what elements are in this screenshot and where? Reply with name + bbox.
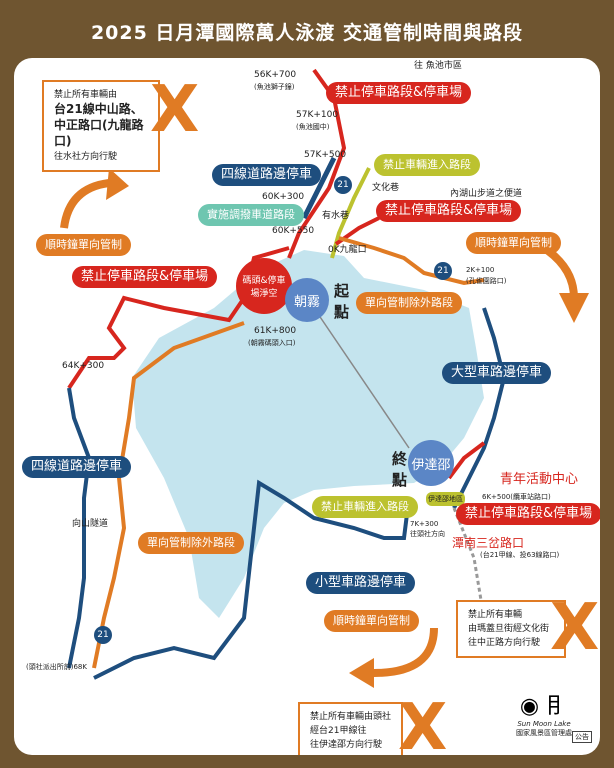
pill-four-lane-north: 四線道路邊停車 <box>212 164 322 186</box>
x-mark: X <box>550 591 600 665</box>
label-youth-center: 青年活動中心 <box>500 472 579 487</box>
pill-clockwise-south: 順時鐘單向管制 <box>324 610 419 632</box>
notice-box-east: 禁止所有車輛 由瑪蓋旦街經文化街 往中正路方向行駛 <box>456 600 566 658</box>
km-61k800: 61K+800 <box>254 326 297 336</box>
sun-moon-lake-logo: ◉ ⺝ Sun Moon Lake 國家風景區管理處 <box>504 688 584 738</box>
road-blue-south <box>93 479 411 680</box>
km-2k100-sub: (孔雀園路口) <box>466 277 507 285</box>
label-tannan: 潭南三岔路口 <box>452 536 525 550</box>
km-57k500: 57K+500 <box>304 150 347 160</box>
km-2k100: 2K+100 <box>466 266 495 274</box>
notice-tag: 公告 <box>572 731 592 743</box>
map-panel: 禁止所有車輛由 台21線中山路、 中正路口(九龍路口) 往水社方向行駛 X 往 … <box>14 58 600 755</box>
notice-box-south: 禁止所有車輛由頭社 經台21甲線往 往伊達邵方向行駛 <box>298 702 403 755</box>
route-21-icon: 21 <box>94 626 112 644</box>
arrow-clockwise-s <box>373 627 438 677</box>
logo-en: Sun Moon Lake <box>517 720 571 728</box>
notice-line: 由瑪蓋旦街經文化街 <box>468 624 550 634</box>
road-red-ita <box>447 441 486 480</box>
km-64k300: 64K+300 <box>62 361 105 371</box>
pill-reversible: 實施調撥車道路段 <box>198 204 304 226</box>
label-yuchi: 往 魚池市區 <box>414 61 462 71</box>
pill-no-entry-ita: 禁止車輛進入路段 <box>312 496 418 518</box>
arrow-clockwise-ne <box>541 244 578 299</box>
notice-line: 往中正路方向行駛 <box>468 638 541 648</box>
lake <box>132 250 484 618</box>
arrow-head-s <box>349 658 374 688</box>
arrow-clockwise-nw <box>60 179 110 229</box>
arrow-head-ne <box>559 293 589 323</box>
label-youshui: 有水巷 <box>322 211 350 221</box>
x-mark: X <box>398 691 448 755</box>
km-68k: (頭社派出所前)68K <box>26 663 87 671</box>
pill-four-lane-west: 四線道路邊停車 <box>22 456 132 478</box>
km-61k800-sub: (朝霧碼頭入口) <box>248 339 296 347</box>
pill-no-parking-west: 禁止停車路段&停車場 <box>72 266 218 288</box>
road-olive <box>330 167 371 259</box>
pill-large-vehicle: 大型車路邊停車 <box>442 362 552 384</box>
logo-org: 國家風景區管理處 <box>516 729 572 737</box>
road-south-grey <box>452 507 486 619</box>
label-tannan-sub: (台21甲線、投63線路口) <box>480 551 560 559</box>
km-56k700: 56K+700 <box>254 70 297 80</box>
road-orange-west <box>92 321 245 669</box>
route-21a-icon: 21 <box>434 262 452 280</box>
label-neihu: 內湖山步道之便道 <box>450 189 523 199</box>
label-ita-area: 伊達邵地區 <box>426 492 465 506</box>
km-57k100: 57K+100 <box>296 110 339 120</box>
notice-line: 往水社方向行駛 <box>54 152 118 162</box>
km-60k300: 60K+300 <box>262 192 305 202</box>
notice-line: 往伊達邵方向行駛 <box>310 740 383 750</box>
arrow-head-nw <box>106 168 129 200</box>
km-60k550: 60K+550 <box>272 226 315 236</box>
road-blue-east <box>452 307 507 509</box>
label-end: 終點 <box>392 450 408 489</box>
notice-line: 台21線中山路、 <box>54 102 143 116</box>
road-blue-west <box>67 387 92 669</box>
notice-line: 禁止所有車輛由 <box>54 90 118 100</box>
label-start: 起點 <box>334 282 350 321</box>
route-21-icon: 21 <box>334 176 352 194</box>
notice-line: 經台21甲線往 <box>310 726 367 736</box>
km-6k500: 6K+500(纜車站路口) <box>482 493 551 501</box>
pill-exempt-north: 單向管制除外路段 <box>356 292 462 314</box>
route-arrow <box>313 307 410 449</box>
start-chaowu: 朝霧 <box>285 278 329 322</box>
page-title: 2025 日月潭國際萬人泳渡 交通管制時間與路段 <box>90 22 524 44</box>
notice-line: 禁止所有車輛 <box>468 610 523 620</box>
km-57k100-sub: (魚池國中) <box>296 123 330 131</box>
notice-box-north: 禁止所有車輛由 台21線中山路、 中正路口(九龍路口) 往水社方向行駛 <box>42 80 160 172</box>
road-blue-north <box>301 156 337 220</box>
label-wenhua: 文化巷 <box>372 183 400 193</box>
pill-no-parking-north: 禁止停車路段&停車場 <box>326 82 472 104</box>
notice-line: 禁止所有車輛由頭社 <box>310 712 392 722</box>
km-7k300: 7K+300 <box>410 520 439 528</box>
road-orange-east <box>338 236 485 286</box>
end-ita-thao: 伊達邵 <box>408 440 454 486</box>
x-mark: X <box>150 73 200 147</box>
pill-small-vehicle: 小型車路邊停車 <box>306 572 416 594</box>
pill-no-parking-neihu: 禁止停車路段&停車場 <box>376 200 522 222</box>
km-56k700-sub: (魚池獅子鐘) <box>254 83 295 91</box>
pill-no-parking-ita: 禁止停車路段&停車場 <box>456 503 600 525</box>
map-canvas <box>60 68 589 688</box>
label-tunnel: 向山隧道 <box>72 519 109 529</box>
notice-line: 中正路口(九龍路口) <box>54 118 144 148</box>
label-jiulong: 0K九龍口 <box>328 245 367 255</box>
km-7k300-sub: 往頭社方向 <box>410 530 445 538</box>
pier-clear-badge: 碼頭&停車場淨空 <box>236 258 292 314</box>
pill-clockwise-east: 順時鐘單向管制 <box>466 232 561 254</box>
pill-exempt-west: 單向管制除外路段 <box>138 532 244 554</box>
pill-clockwise-west: 順時鐘單向管制 <box>36 234 131 256</box>
pill-no-entry-north: 禁止車輛進入路段 <box>374 154 480 176</box>
